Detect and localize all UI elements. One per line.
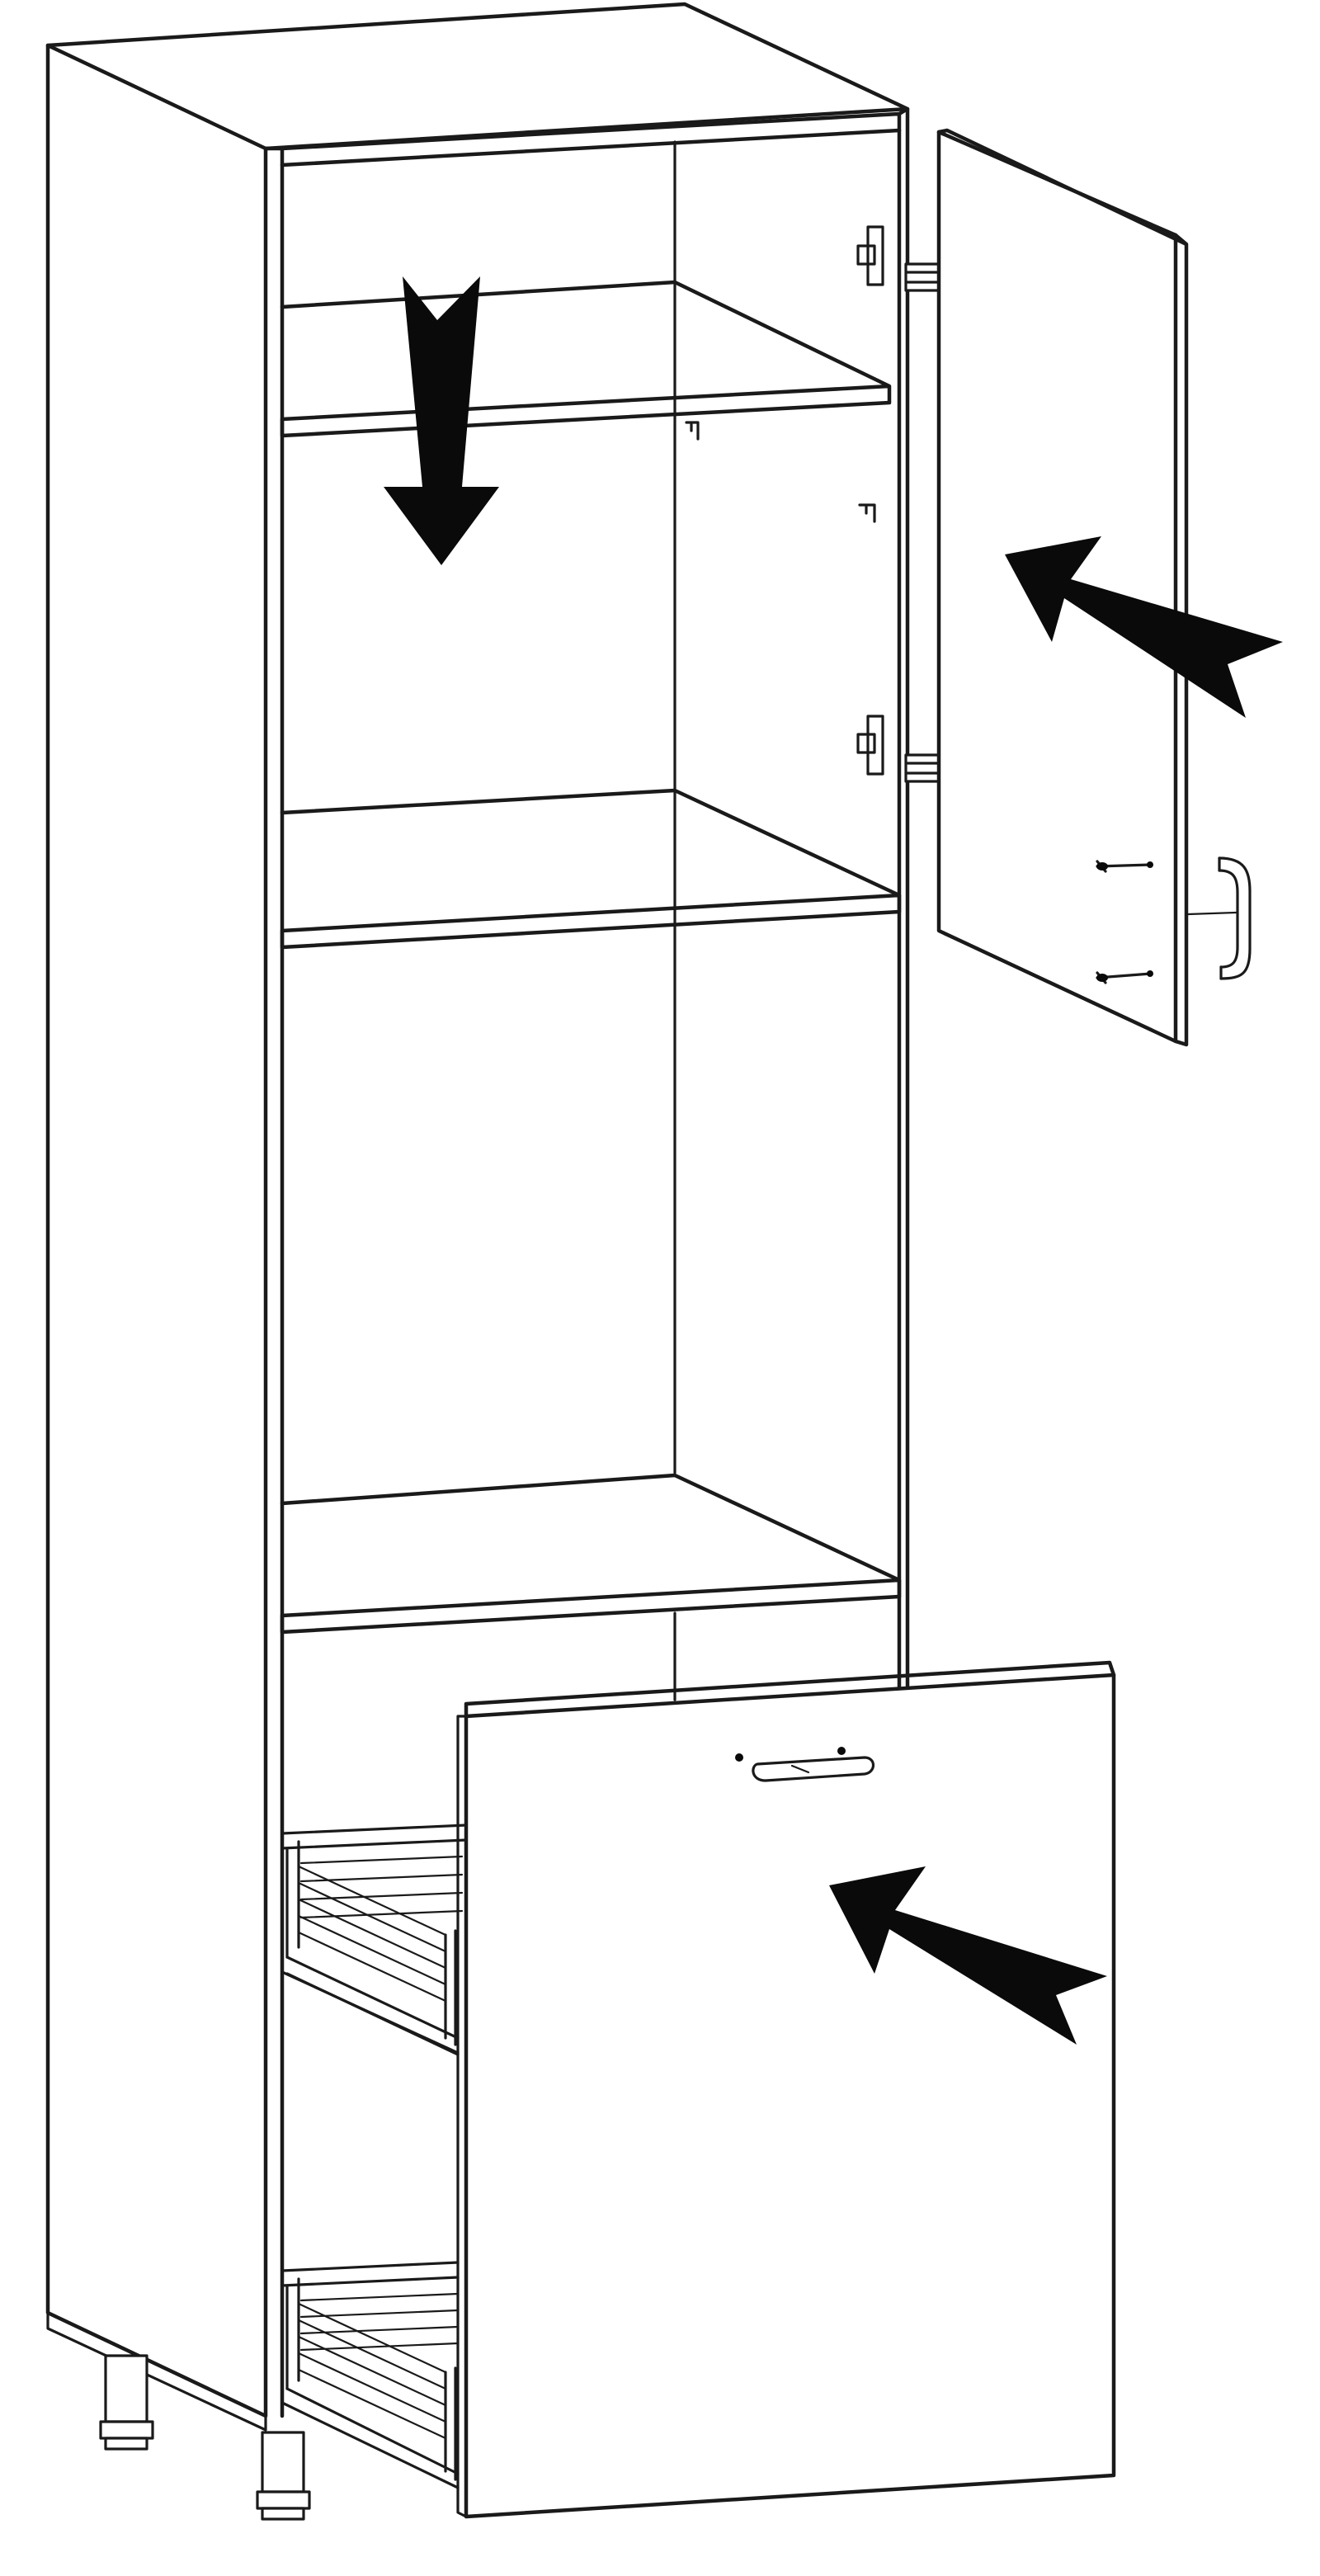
shelves bbox=[280, 280, 902, 1635]
screws bbox=[1096, 860, 1153, 984]
front-edge bbox=[464, 1660, 1116, 1719]
arrow-down-icon bbox=[384, 276, 499, 565]
middle-shelf bbox=[280, 788, 902, 950]
shelf-pins bbox=[685, 421, 876, 523]
lower-wire-basket bbox=[280, 2261, 460, 2489]
top-front-rail bbox=[280, 111, 902, 167]
plinth-line bbox=[46, 2311, 267, 2432]
shelf-pin-icon bbox=[858, 503, 876, 523]
left-front-edge bbox=[263, 146, 285, 2418]
door-edge bbox=[936, 128, 1189, 1047]
front-panel bbox=[464, 1673, 1116, 2519]
upper-shelf bbox=[280, 280, 892, 438]
upper-wire-basket bbox=[280, 1823, 468, 2056]
arrows bbox=[384, 276, 1283, 2045]
lower-shelf bbox=[280, 1473, 902, 1635]
arrow-diagonal-icon bbox=[1005, 536, 1283, 718]
foot-icon bbox=[99, 2354, 154, 2451]
arrow-diagonal-icon bbox=[829, 1866, 1107, 2045]
handle-icon bbox=[1218, 856, 1252, 980]
left-side-panel bbox=[45, 43, 268, 2418]
drawer-handle bbox=[735, 1747, 875, 1782]
shelf-pin-icon bbox=[685, 421, 700, 441]
leveling-feet bbox=[99, 2354, 311, 2521]
door-handle bbox=[1186, 856, 1252, 980]
handle-icon bbox=[752, 1756, 875, 1782]
top-panel bbox=[45, 2, 910, 151]
pull-out-front bbox=[456, 1660, 1116, 2519]
foot-icon bbox=[256, 2431, 311, 2521]
